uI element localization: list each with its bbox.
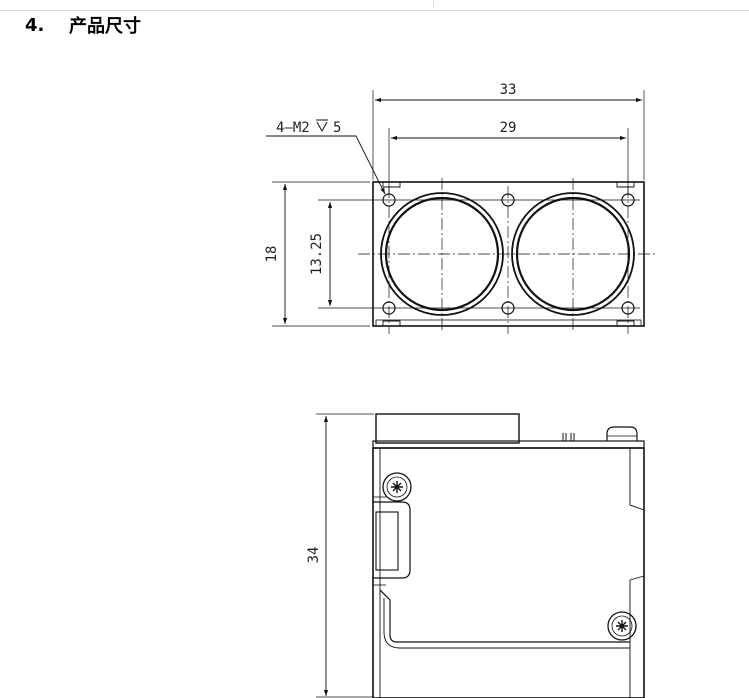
section-heading: 4. 产品尺寸 [25,12,141,38]
side-view-lens-housing [375,413,520,444]
connector-port [373,496,411,586]
label-overall-width: 33 [500,82,517,98]
screw-icon [382,472,412,502]
top-view-base-lip [375,319,642,327]
section-number: 4. [25,14,45,36]
side-view [316,413,645,698]
top-view [266,90,658,334]
depth-symbol-icon [316,119,328,133]
page-top-tick [433,0,434,8]
top-screw-head [606,426,638,441]
section-title: 产品尺寸 [69,16,141,37]
hole-callout-leader [266,135,386,195]
label-side-height: 34 [306,547,322,564]
screw-icon [607,611,637,641]
center-lines [358,178,658,334]
side-view-pcb [372,440,645,449]
side-view-body [372,447,645,698]
label-hole-spacing-v: 13.25 [309,233,325,275]
label-hole-spacing-h: 29 [500,120,517,136]
label-overall-height: 18 [264,246,280,263]
page-top-rule [0,10,749,11]
label-hole-depth: 5 [333,120,341,136]
label-hole-callout: 4—M2 [276,120,310,136]
